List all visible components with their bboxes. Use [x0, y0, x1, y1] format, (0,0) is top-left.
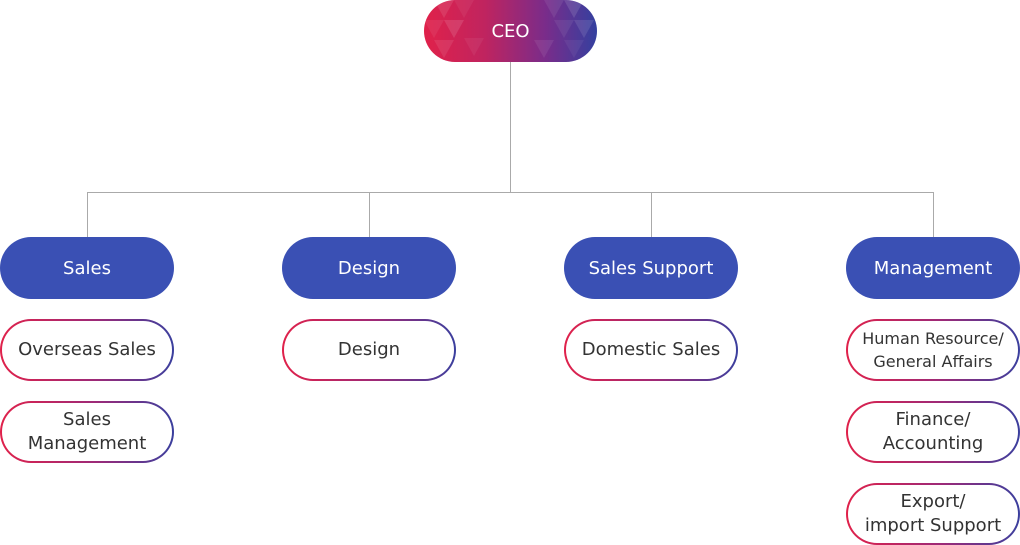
- team-overseas-sales: Overseas Sales: [0, 319, 174, 381]
- department-label: Sales Support: [588, 257, 714, 279]
- department-design: Design: [282, 237, 456, 299]
- ceo-node: CEO: [424, 0, 597, 62]
- department-sales-support: Sales Support: [564, 237, 738, 299]
- team-design: Design: [282, 319, 456, 381]
- department-label: Design: [337, 257, 401, 279]
- team-label: Domestic Sales: [566, 321, 736, 379]
- team-label: Sales Management: [2, 403, 172, 461]
- triangle-pattern: [424, 0, 594, 58]
- team-label: Finance/ Accounting: [848, 403, 1018, 461]
- department-management: Management: [846, 237, 1020, 299]
- team-sales-management: Sales Management: [0, 401, 174, 463]
- ceo-label: CEO: [491, 20, 530, 42]
- team-domestic-sales: Domestic Sales: [564, 319, 738, 381]
- department-sales: Sales: [0, 237, 174, 299]
- team-export-import-support: Export/ import Support: [846, 483, 1020, 545]
- team-label: Overseas Sales: [2, 321, 172, 379]
- team-human-resource-general-affairs: Human Resource/ General Affairs: [846, 319, 1020, 381]
- department-label: Management: [873, 257, 993, 279]
- team-label: Export/ import Support: [848, 485, 1018, 543]
- team-finance-accounting: Finance/ Accounting: [846, 401, 1020, 463]
- team-label: Human Resource/ General Affairs: [848, 321, 1018, 379]
- department-label: Sales: [63, 257, 111, 279]
- team-label: Design: [284, 321, 454, 379]
